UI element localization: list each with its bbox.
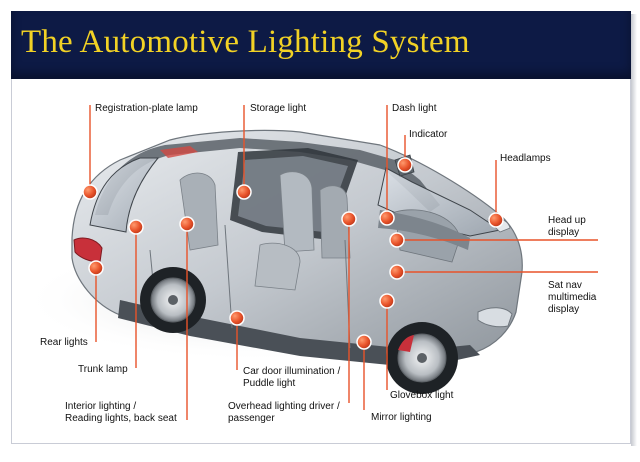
page-shadow — [631, 14, 637, 446]
label-sat-nav: Sat nav multimedia display — [548, 280, 597, 315]
label-registration-plate-lamp: Registration-plate lamp — [95, 103, 198, 114]
label-interior-lighting: Interior lighting / Reading lights, back… — [65, 401, 177, 424]
label-car-door-illumination: Car door illumination / Puddle light — [243, 366, 341, 389]
marker-glovebox-light — [379, 293, 395, 309]
marker-headlamps — [488, 212, 504, 228]
page-title: The Automotive Lighting System — [21, 24, 470, 60]
marker-interior-lighting — [179, 216, 195, 232]
rear-wheel — [140, 267, 206, 333]
label-rear-lights: Rear lights — [40, 337, 88, 348]
label-overhead-lighting: Overhead lighting driver / passenger — [228, 401, 340, 424]
marker-rear-lights — [88, 260, 104, 276]
markers — [82, 157, 504, 350]
label-mirror-lighting: Mirror lighting — [371, 412, 432, 423]
marker-head-up-display — [389, 232, 405, 248]
marker-trunk-lamp — [128, 219, 144, 235]
marker-sat-nav — [389, 264, 405, 280]
marker-indicator — [397, 157, 413, 173]
marker-mirror-lighting — [356, 334, 372, 350]
marker-registration-plate-lamp — [82, 184, 98, 200]
front-wheel — [386, 322, 458, 394]
title-bar: The Automotive Lighting System — [11, 11, 631, 79]
label-dash-light: Dash light — [392, 103, 437, 114]
label-head-up-display: Head up display — [548, 215, 586, 238]
marker-storage-light — [236, 184, 252, 200]
label-trunk-lamp: Trunk lamp — [78, 364, 128, 375]
marker-car-door — [229, 310, 245, 326]
label-indicator: Indicator — [409, 129, 448, 140]
label-headlamps: Headlamps — [500, 153, 551, 164]
label-storage-light: Storage light — [250, 103, 307, 114]
marker-overhead-lighting — [341, 211, 357, 227]
label-glovebox-light: Glovebox light — [390, 390, 454, 401]
leader-lines — [89, 105, 598, 420]
marker-dash-light — [379, 210, 395, 226]
